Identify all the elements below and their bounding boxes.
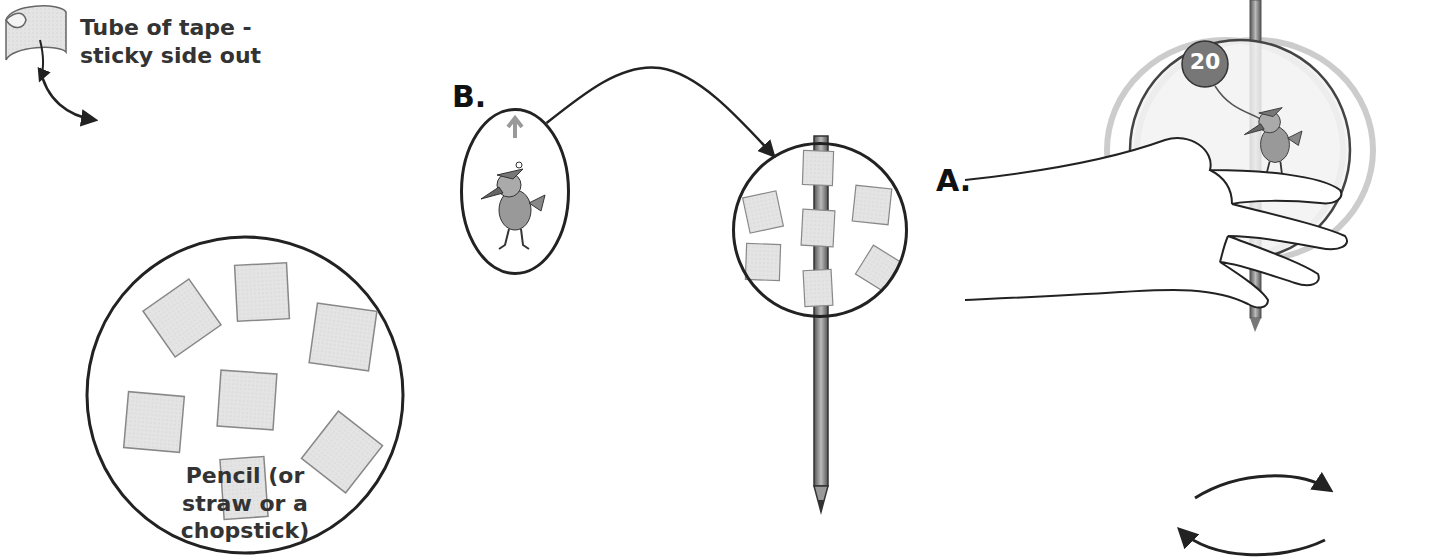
picture-oval: B. xyxy=(460,108,570,275)
tape-disc: A. xyxy=(732,142,908,318)
tape-note: Tube of tape - sticky side out xyxy=(80,14,280,73)
bird-picture xyxy=(481,162,545,249)
step-arrow xyxy=(40,68,95,120)
hands xyxy=(965,138,1347,307)
outline xyxy=(732,142,908,318)
tape-pieces xyxy=(743,150,901,306)
outline-ellipse xyxy=(734,144,907,317)
note-text: Tube of tape - sticky side out xyxy=(80,14,280,69)
outline-ellipse xyxy=(462,110,569,274)
step-arrow xyxy=(547,67,774,155)
tape-tube xyxy=(6,6,66,80)
up-arrow xyxy=(508,118,522,138)
pencil xyxy=(814,136,828,512)
step-letter: B. xyxy=(452,78,486,116)
outline xyxy=(460,108,570,275)
rub-arrows xyxy=(1180,476,1330,555)
callout-number: 20 xyxy=(1183,48,1227,76)
disc-with-tape xyxy=(87,237,403,553)
part-label: Pencil (or straw or a chopstick) xyxy=(150,462,340,545)
step-letter: A. xyxy=(936,162,971,200)
